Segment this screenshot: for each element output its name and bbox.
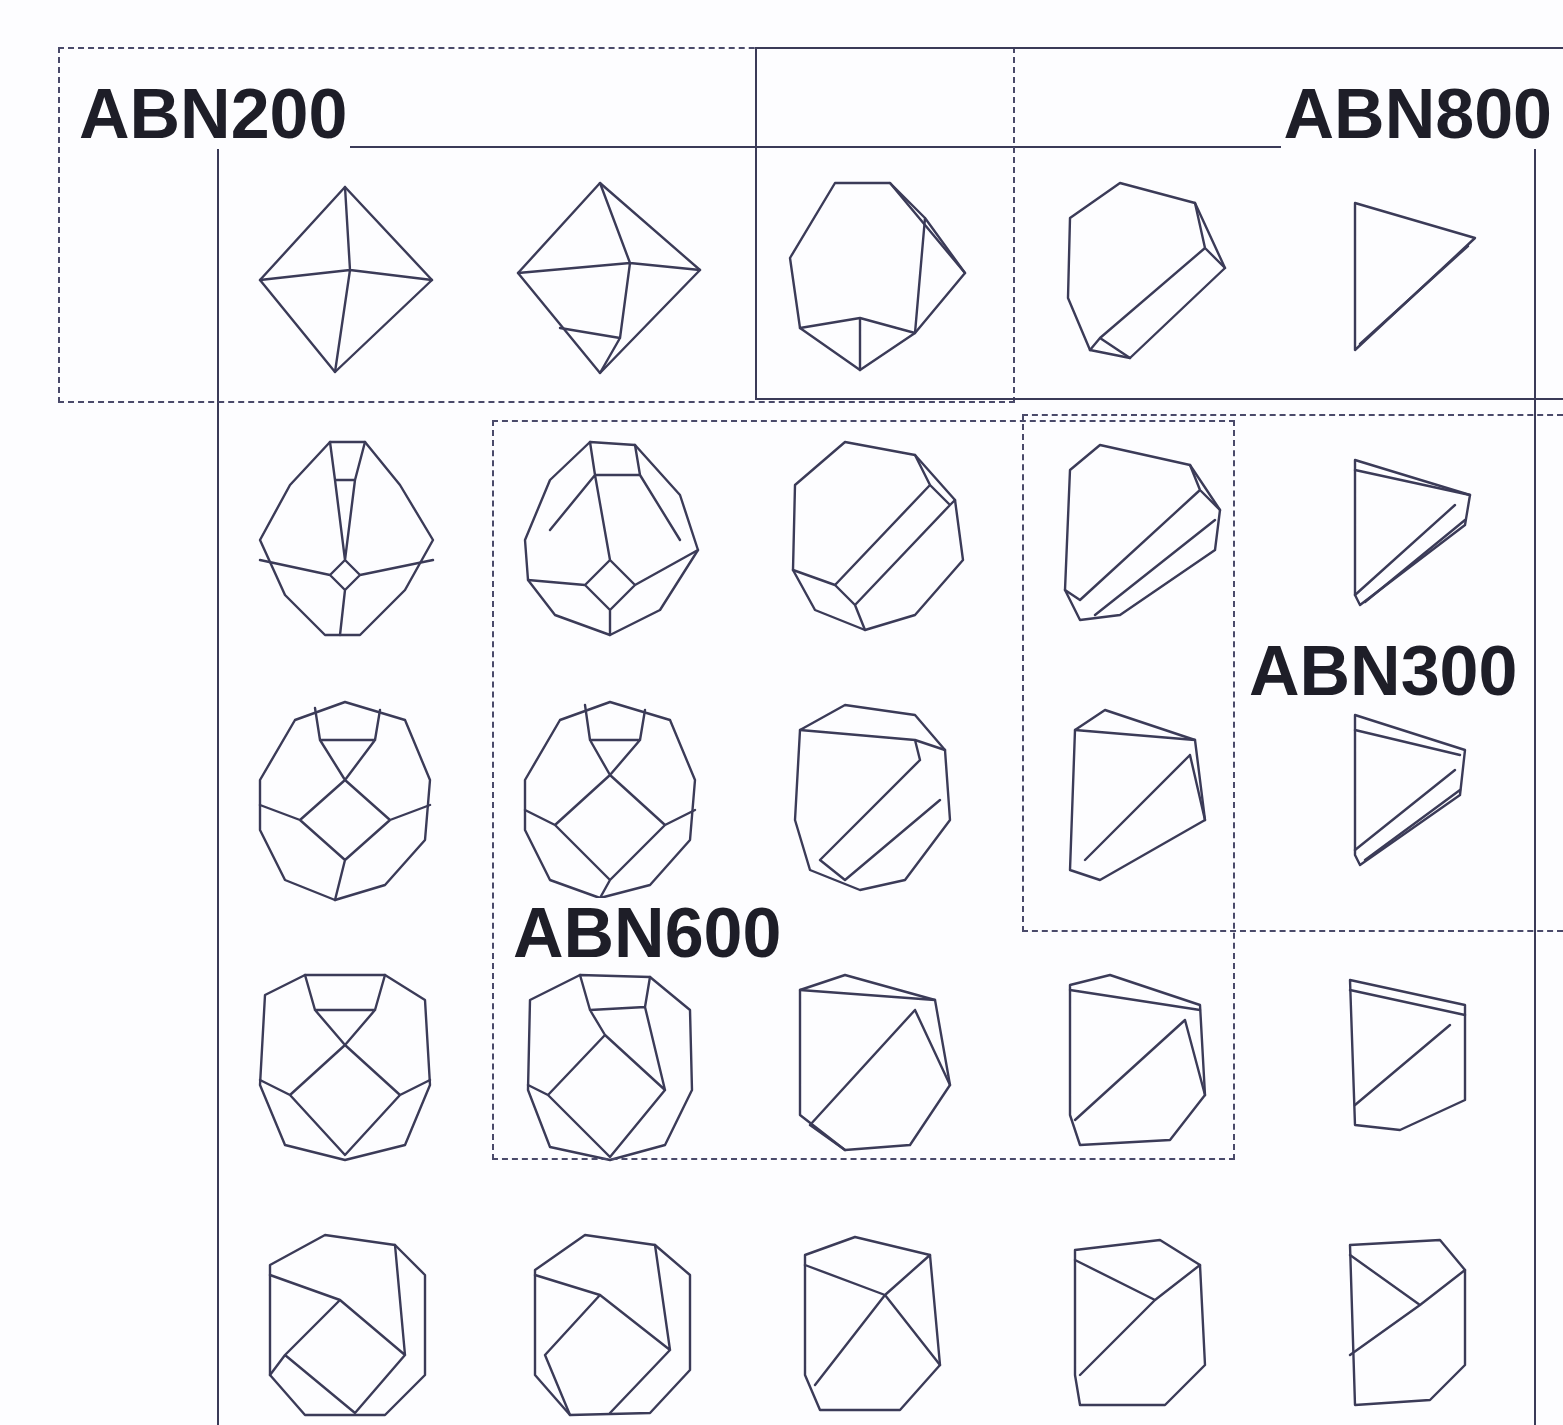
crystal: [518, 183, 700, 373]
crystal: [270, 1235, 425, 1415]
crystal: [260, 187, 432, 372]
crystal: [1350, 980, 1465, 1130]
crystal: [790, 183, 965, 370]
crystal: [260, 442, 433, 635]
region-label: ABN300: [1246, 636, 1520, 706]
region-label: ABN600: [510, 898, 784, 968]
crystal: [800, 975, 950, 1150]
region-box: ABN300: [1022, 414, 1563, 932]
crystal: [1070, 710, 1205, 880]
crystal: [805, 1237, 940, 1410]
crystal: [1065, 445, 1220, 620]
crystal: [260, 702, 430, 900]
crystal: [525, 702, 695, 898]
region-label: ABN200: [76, 79, 350, 149]
crystal: [1075, 1240, 1205, 1405]
crystal: [528, 975, 692, 1160]
crystal: [1355, 715, 1465, 865]
crystal: [1350, 1240, 1465, 1405]
crystal: [1070, 975, 1205, 1145]
crystal: [525, 442, 698, 635]
region-box: ABN200: [58, 47, 1015, 403]
region-label: ABN800: [1281, 79, 1555, 149]
crystal: [1355, 203, 1475, 350]
region-box: ABN800: [755, 47, 1563, 400]
crystal: [1068, 183, 1225, 358]
crystal: [795, 705, 950, 890]
crystal: [793, 442, 963, 630]
grid-frame: [218, 147, 1535, 1425]
region-box: ABN600: [492, 420, 1235, 1160]
crystal: [1355, 460, 1470, 605]
crystal: [535, 1235, 690, 1415]
crystal: [260, 975, 430, 1160]
